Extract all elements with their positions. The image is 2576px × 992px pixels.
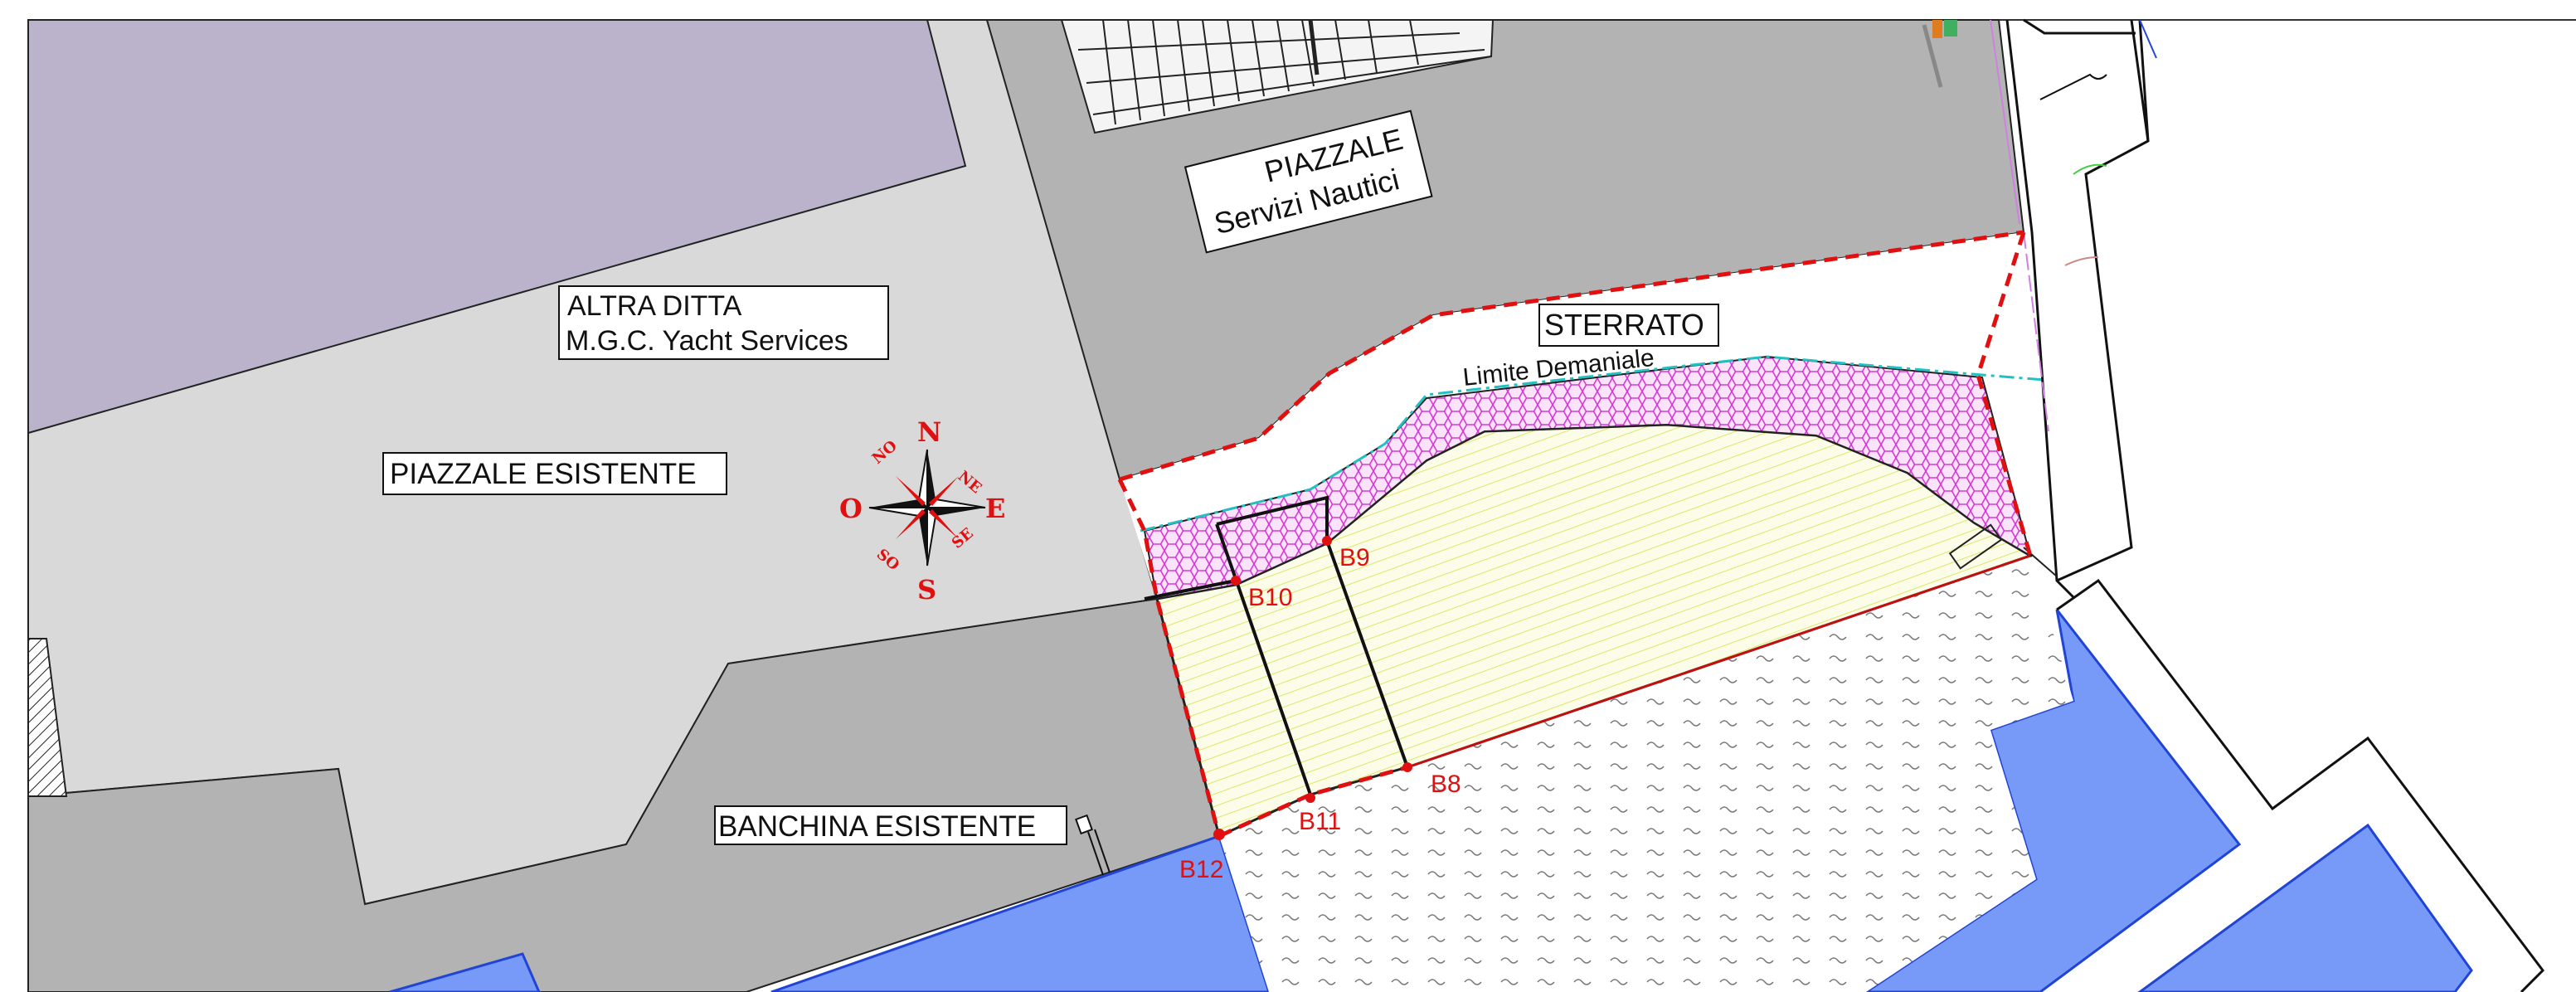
red-boundary (1117, 230, 2033, 839)
compass-star-icon (868, 449, 986, 567)
compass-n: N (917, 416, 941, 448)
compass-s: S (917, 574, 936, 605)
bollard-icon (1075, 814, 1111, 876)
water-area-left (389, 952, 541, 992)
altra-ditta-area (27, 19, 967, 435)
point-b9-marker (1322, 536, 1332, 546)
label-altra-ditta: ALTRA DITTA M.G.C. Yacht Services (558, 285, 889, 360)
sterrato-text: STERRATO (1544, 308, 1704, 342)
label-banchina-esistente: BANCHINA ESISTENTE (714, 805, 1067, 845)
sea-wave-area (1219, 556, 2073, 992)
right-quay-structure (2005, 18, 2544, 992)
altra-ditta-line1: ALTRA DITTA (567, 290, 742, 322)
compass-e: E (985, 493, 1005, 524)
water-area-far-right (2137, 823, 2473, 992)
color-markers (1922, 20, 1957, 88)
boat-rack-structure (1060, 19, 1495, 134)
point-b10-label: B10 (1248, 584, 1292, 611)
compass-o: O (839, 493, 863, 524)
label-sterrato: STERRATO (1538, 304, 1719, 347)
piazzale-esistente-text: PIAZZALE ESISTENTE (390, 458, 697, 490)
point-b8-label: B8 (1431, 771, 1461, 798)
point-b12-label: B12 (1179, 856, 1223, 883)
point-b8-marker (1402, 762, 1412, 772)
label-piazzale-esistente: PIAZZALE ESISTENTE (382, 452, 727, 495)
right-quay-details (1990, 19, 2157, 432)
limite-demaniale-line (1140, 355, 2045, 532)
point-b12-marker (1213, 829, 1225, 840)
hatched-structure (27, 638, 68, 797)
banchina-esistente-text: BANCHINA ESISTENTE (718, 810, 1036, 843)
banchina-esistente-area (27, 597, 1221, 992)
point-b10-marker (1231, 576, 1241, 586)
survey-points (1213, 536, 1412, 840)
point-b9-label: B9 (1339, 544, 1370, 571)
altra-ditta-line2: M.G.C. Yacht Services (566, 325, 848, 357)
point-b11-label: B11 (1299, 808, 1341, 835)
point-b11-marker (1305, 793, 1315, 803)
